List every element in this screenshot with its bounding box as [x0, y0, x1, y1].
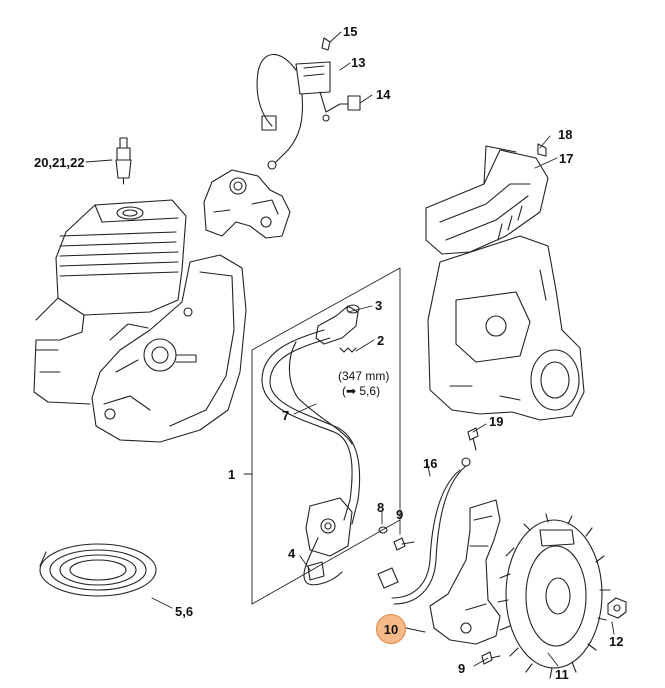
callout-7: 7: [282, 408, 290, 423]
callout-19: 19: [489, 414, 504, 429]
ignition-module: [305, 497, 353, 581]
callout-18: 18: [558, 127, 573, 142]
callout-9-upper: 9: [396, 507, 404, 522]
callout-12: 12: [609, 634, 624, 649]
callout-10-highlighted: 10: [376, 614, 406, 644]
cylinder-assembly: [33, 199, 247, 443]
callout-2: 2: [377, 333, 385, 348]
callout-1: 1: [228, 467, 236, 482]
nut: [607, 597, 627, 619]
fan-housing: [425, 143, 549, 255]
plug-boot: [315, 304, 360, 353]
engine-housing: [427, 235, 585, 421]
ignition-coil: [429, 499, 501, 645]
callout-20-21-22: 20,21,22: [34, 155, 85, 170]
callout-11: 11: [555, 667, 569, 682]
callout-4: 4: [288, 546, 296, 561]
lead-frame: [251, 267, 401, 605]
ignition-lead: [261, 329, 361, 586]
flywheel: [497, 513, 611, 679]
callout-13: 13: [351, 55, 366, 70]
ignition-bracket: [203, 169, 291, 239]
callout-15: 15: [343, 24, 358, 39]
callout-16: 16: [423, 456, 438, 471]
callout-17: 17: [559, 151, 574, 166]
spark-plug: [115, 137, 132, 185]
ground-wire: [377, 457, 471, 605]
callout-8: 8: [377, 500, 385, 515]
wiring-harness: [256, 37, 361, 170]
callout-9-lower: 9: [458, 661, 466, 676]
callout-3: 3: [375, 298, 383, 313]
screws: [378, 427, 501, 665]
callout-14: 14: [376, 87, 391, 102]
spiral-spring: [39, 543, 157, 597]
lead-length-ref: (➡ 5,6): [342, 384, 381, 398]
callout-5-6: 5,6: [175, 604, 194, 619]
lead-length-note: (347 mm): [338, 369, 390, 383]
